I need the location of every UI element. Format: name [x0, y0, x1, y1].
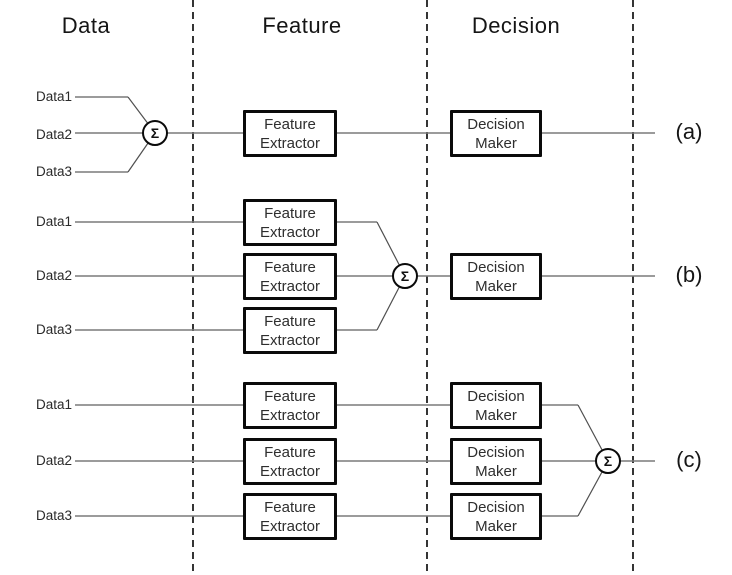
decision-maker-box: Decision Maker [450, 110, 542, 157]
feature-extractor-box: Feature Extractor [243, 307, 337, 354]
box-label-line2: Maker [475, 517, 517, 535]
box-label-line2: Maker [475, 277, 517, 295]
box-label-line1: Decision [467, 387, 525, 405]
box-label-line1: Decision [467, 115, 525, 133]
box-label-line2: Extractor [259, 134, 320, 152]
box-label-line1: Feature [264, 498, 316, 516]
decision-maker-box: Decision Maker [450, 493, 542, 540]
input-label-data2: Data2 [36, 453, 73, 468]
box-label-line1: Feature [264, 115, 316, 133]
feature-extractor-box: Feature Extractor [243, 382, 337, 429]
feature-extractor-box: Feature Extractor [243, 493, 337, 540]
input-label-data2: Data2 [36, 268, 73, 283]
box-label-line1: Feature [264, 443, 316, 461]
column-header-data: Data [61, 13, 111, 38]
input-label-data1: Data1 [36, 89, 73, 104]
box-label-line1: Feature [264, 258, 316, 276]
feature-extractor-box: Feature Extractor [243, 438, 337, 485]
box-label-line1: Decision [467, 258, 525, 276]
input-label-data1: Data1 [36, 397, 73, 412]
horizontal-connectors [75, 96, 655, 517]
box-label-line2: Extractor [259, 223, 320, 241]
row-tag-a: (a) [675, 119, 703, 144]
input-label-data2: Data2 [36, 127, 73, 142]
box-label-line2: Extractor [259, 517, 320, 535]
box-label-line2: Extractor [259, 277, 320, 295]
decision-maker-box: Decision Maker [450, 438, 542, 485]
box-label-line1: Feature [264, 387, 316, 405]
column-header-decision: Decision [471, 13, 561, 38]
decision-maker-box: Decision Maker [450, 253, 542, 300]
input-label-data3: Data3 [36, 508, 73, 523]
input-label-data3: Data3 [36, 164, 73, 179]
feature-extractor-box: Feature Extractor [243, 253, 337, 300]
feature-extractor-box: Feature Extractor [243, 110, 337, 157]
sum-node: Σ [595, 448, 621, 474]
box-label-line2: Extractor [259, 406, 320, 424]
box-label-line2: Maker [475, 462, 517, 480]
box-label-line1: Feature [264, 312, 316, 330]
row-tag-b: (b) [675, 262, 703, 287]
box-label-line2: Maker [475, 406, 517, 424]
sum-node: Σ [142, 120, 168, 146]
sum-node: Σ [392, 263, 418, 289]
input-label-data1: Data1 [36, 214, 73, 229]
input-label-data3: Data3 [36, 322, 73, 337]
box-label-line1: Decision [467, 498, 525, 516]
box-label-line2: Extractor [259, 462, 320, 480]
box-label-line2: Maker [475, 134, 517, 152]
feature-extractor-box: Feature Extractor [243, 199, 337, 246]
row-tag-c: (c) [676, 447, 702, 472]
box-label-line1: Feature [264, 204, 316, 222]
box-label-line1: Decision [467, 443, 525, 461]
decision-maker-box: Decision Maker [450, 382, 542, 429]
column-header-feature: Feature [262, 13, 342, 38]
box-label-line2: Extractor [259, 331, 320, 349]
